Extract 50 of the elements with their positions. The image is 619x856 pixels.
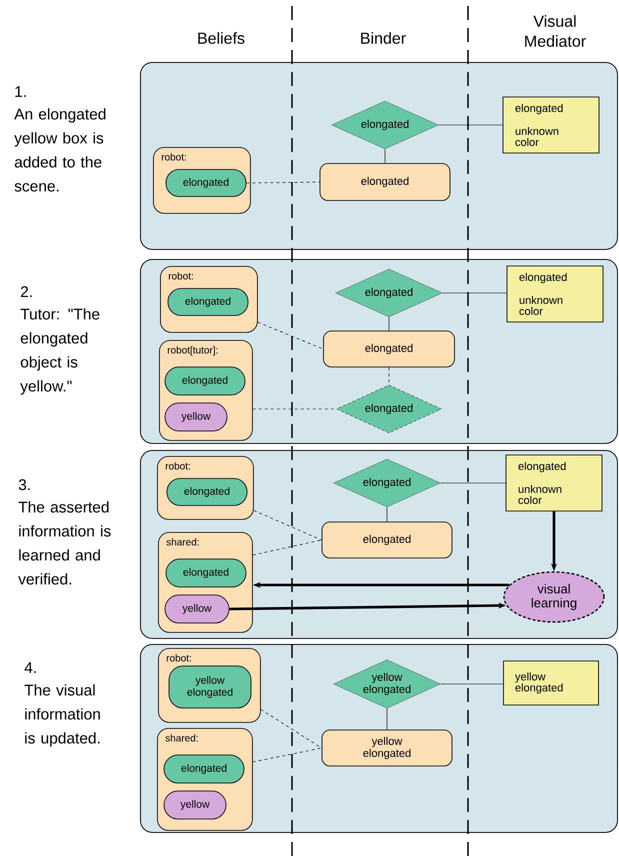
group-heading: robot: [168, 272, 193, 280]
dotted-connector [254, 510, 322, 540]
connector-line [386, 506, 388, 522]
dotted-connector [252, 748, 322, 762]
binder-box: elongated [322, 522, 452, 558]
connector-line [388, 316, 390, 331]
attribute-pill: yellow elongated [168, 666, 252, 708]
step-number: 1. [15, 86, 26, 97]
step-description: The visual information is updated. [24, 684, 100, 747]
group-heading: shared: [166, 538, 199, 546]
dotted-connector [388, 367, 390, 386]
percept-box: yellow elongated [503, 660, 599, 706]
percept-box: elongated unknown color [506, 454, 602, 512]
attribute-pill: yellow [164, 594, 230, 624]
dotted-connector [260, 709, 322, 748]
group-heading: robot: [166, 654, 191, 662]
group-heading: robot: [166, 462, 190, 470]
attribute-pill: elongated [166, 169, 246, 197]
connector-line [386, 708, 388, 730]
attribute-pill: yellow [164, 790, 226, 820]
column-heading: Binder [361, 32, 406, 44]
step-description: The asserted information is learned and verified. [18, 501, 111, 585]
step-description: An elongated yellow box is added to the scene. [14, 108, 106, 192]
step-number: 2. [20, 286, 32, 298]
binder-box: yellow elongated [322, 730, 452, 766]
attribute-pill: elongated [166, 478, 248, 506]
step-number: 4. [24, 662, 36, 673]
binder-box: elongated [320, 163, 450, 201]
percept-box: elongated unknown color [502, 96, 600, 154]
step-number: 3. [18, 479, 30, 490]
group-heading: robot[tutor]: [168, 346, 218, 356]
percept-box: elongated unknown color [506, 266, 604, 322]
column-heading: Beliefs [198, 32, 244, 44]
group-heading: robot: [162, 153, 186, 161]
column-heading: Visual Mediator [525, 15, 586, 47]
binder-box: elongated [323, 330, 455, 368]
attribute-pill: elongated [168, 288, 248, 316]
step-description: Tutor: "The elongated object is yellow." [20, 308, 100, 395]
group-heading: shared: [165, 734, 198, 742]
dotted-connector [258, 322, 324, 350]
dotted-connector [252, 540, 322, 556]
attribute-pill: elongated [166, 558, 246, 588]
attribute-pill: elongated [164, 366, 246, 396]
connector-line [442, 292, 507, 294]
connector-line [384, 148, 386, 164]
connector-line [440, 482, 506, 484]
connector-line [438, 124, 503, 126]
attribute-pill: elongated [164, 754, 244, 784]
dotted-connector [246, 182, 320, 184]
attribute-pill: yellow [164, 402, 228, 432]
